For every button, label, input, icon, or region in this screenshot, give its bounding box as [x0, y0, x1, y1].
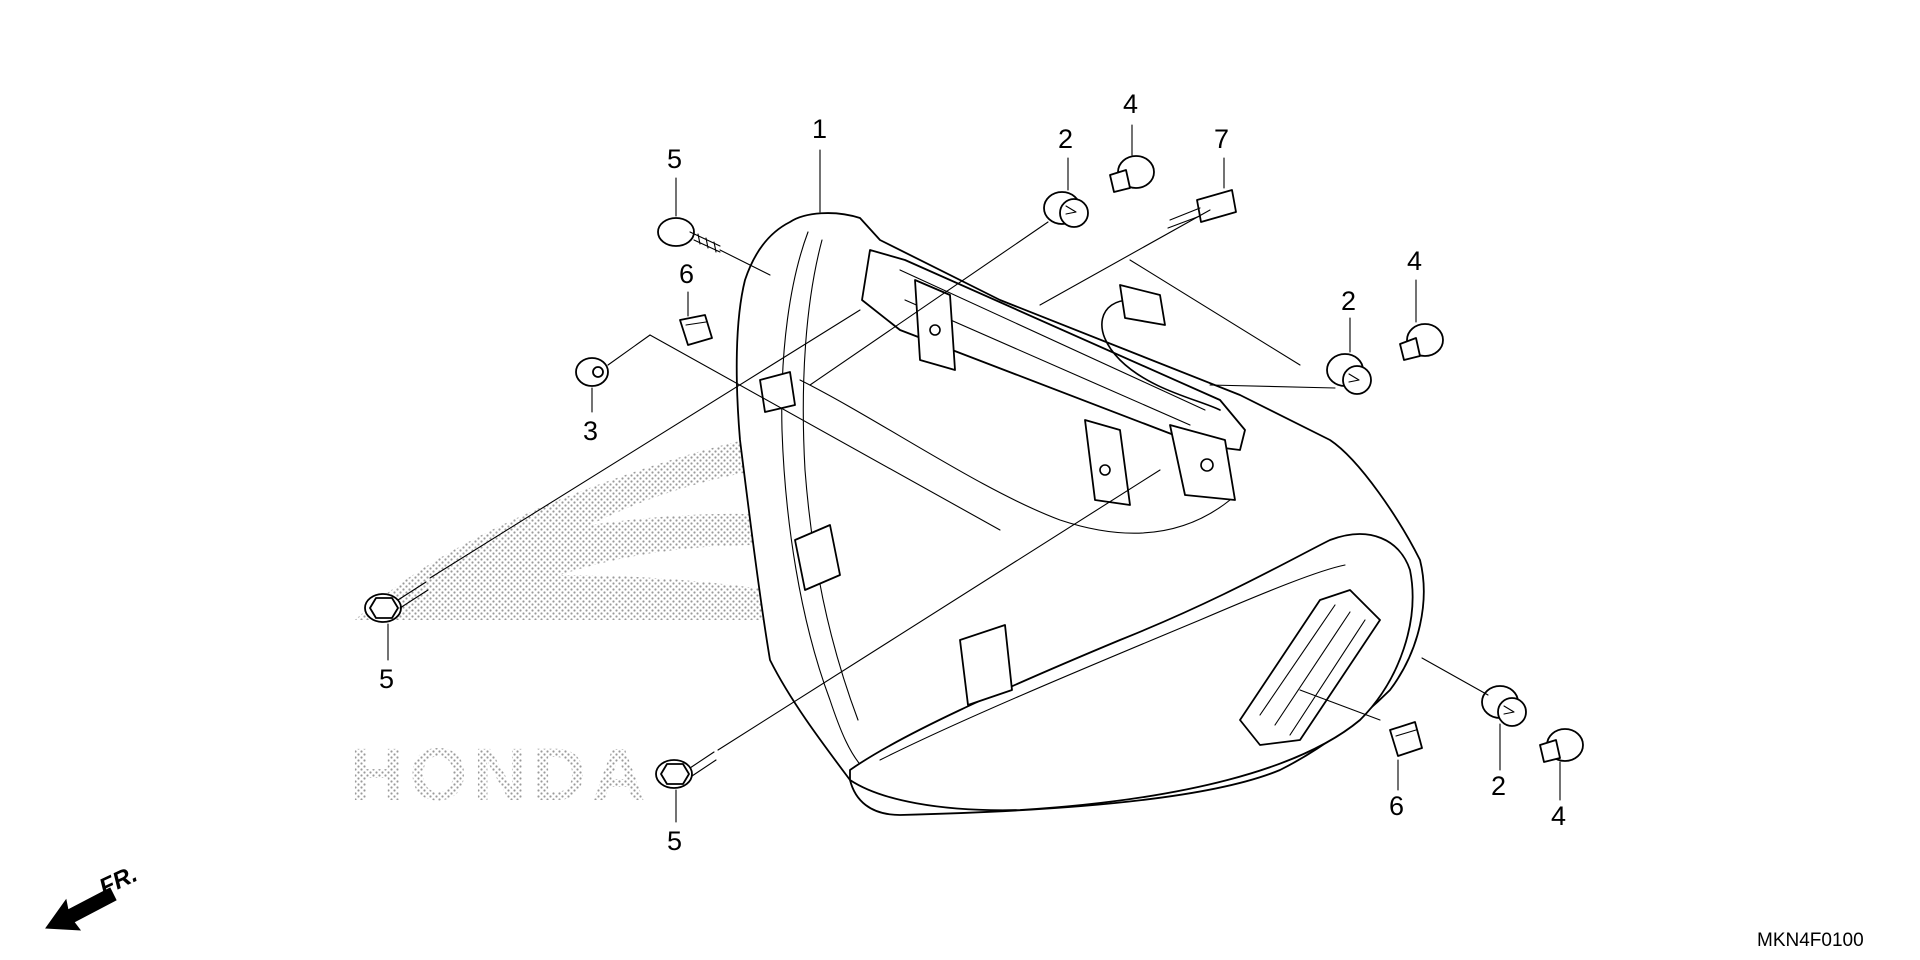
frame-clip-left — [794, 524, 841, 591]
front-direction-indicator: FR. — [45, 861, 142, 931]
leader-lines — [387, 124, 1561, 823]
frame-clip-top — [759, 371, 796, 413]
headlight-assembly — [735, 212, 1425, 816]
mount-tab-right — [1084, 419, 1131, 506]
honda-watermark-text: HONDA — [350, 733, 651, 816]
harness-connector — [1119, 284, 1166, 326]
callout-1: 1 — [812, 114, 827, 144]
clip-nut-bottom — [1389, 721, 1423, 757]
bolt-bottom — [655, 751, 717, 789]
callout-5-bottom: 5 — [667, 826, 682, 856]
callout-2-right: 2 — [1341, 286, 1356, 316]
housing-inner-left-edge-2 — [802, 239, 859, 721]
callout-2-top: 2 — [1058, 124, 1073, 154]
callout-4-top: 4 — [1123, 89, 1138, 119]
callout-2-bottom: 2 — [1491, 771, 1506, 801]
mount-tab-rear — [1169, 424, 1236, 501]
frame-clip-bottom — [959, 624, 1013, 706]
callout-4-bottom: 4 — [1551, 801, 1566, 831]
drl-module-ridges — [1259, 604, 1366, 736]
honda-watermark: HONDA — [350, 435, 770, 816]
mount-tab-right-hole — [1099, 464, 1111, 476]
inner-wire — [799, 379, 1231, 534]
mount-tab-left-hole — [929, 324, 941, 336]
collar-bottom — [1539, 728, 1584, 763]
diagram-code: MKN4F0100 — [1757, 930, 1864, 951]
bolt-left — [364, 581, 429, 623]
wiring-harness — [1101, 299, 1221, 411]
bolt-top — [657, 217, 721, 253]
honda-wing-logo — [355, 435, 770, 620]
callout-4-right: 4 — [1407, 246, 1422, 276]
collar-right — [1399, 323, 1444, 361]
callouts: 1 2 4 7 4 2 5 6 3 5 5 6 2 4 — [379, 89, 1566, 856]
callout-6-left: 6 — [679, 259, 694, 289]
washer-3 — [575, 357, 609, 387]
grommet-right — [1326, 353, 1372, 395]
drl-module — [1239, 589, 1381, 746]
grommet-bottom — [1481, 685, 1527, 727]
callout-6-bottom: 6 — [1389, 791, 1404, 821]
clip-nut-left — [679, 314, 713, 346]
lens-inner-line — [879, 564, 1346, 761]
callout-7: 7 — [1214, 124, 1229, 154]
grommet-top — [1043, 191, 1089, 228]
callout-5-left: 5 — [379, 664, 394, 694]
collar-top — [1109, 155, 1155, 193]
upper-mount-bracket — [861, 249, 1246, 451]
housing-inner-left-edge — [781, 231, 866, 771]
front-arrow-icon — [45, 887, 117, 931]
callout-3: 3 — [583, 416, 598, 446]
callout-5-top: 5 — [667, 144, 682, 174]
screw-7 — [1167, 189, 1237, 229]
mount-tab-rear-hole — [1200, 458, 1214, 472]
